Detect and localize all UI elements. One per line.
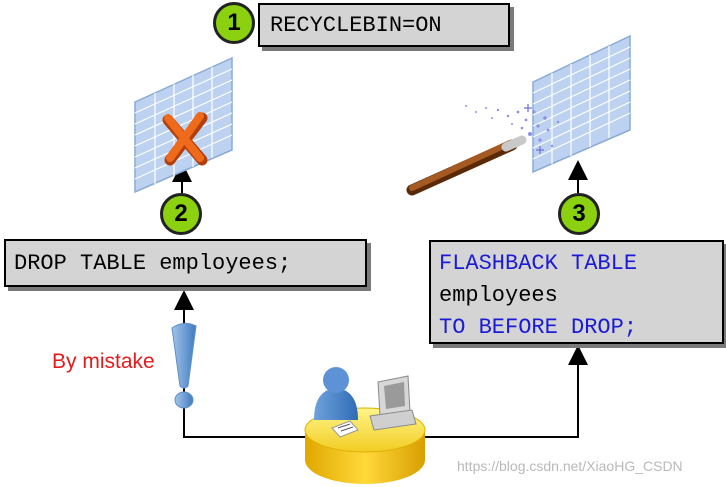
by-mistake-label: By mistake bbox=[52, 350, 155, 373]
step-badge-2: 2 bbox=[160, 193, 202, 235]
flashback-line-3: TO BEFORE DROP; bbox=[439, 315, 638, 340]
flashback-line-2: employees bbox=[439, 283, 558, 308]
delete-x-icon bbox=[162, 112, 208, 166]
recyclebin-statement: RECYCLEBIN=ON bbox=[258, 3, 510, 47]
step-badge-1: 1 bbox=[213, 2, 255, 44]
recyclebin-text: RECYCLEBIN=ON bbox=[270, 13, 442, 38]
table-grid-icon-restored bbox=[532, 34, 631, 174]
flashback-table-statement: FLASHBACK TABLE employees TO BEFORE DROP; bbox=[429, 240, 724, 344]
table-grid-icon-dropped bbox=[134, 56, 233, 194]
user-at-computer-icon bbox=[304, 367, 426, 484]
magic-wand-icon bbox=[406, 104, 560, 196]
flashback-line-1: FLASHBACK TABLE bbox=[439, 251, 638, 276]
drop-table-statement: DROP TABLE employees; bbox=[4, 239, 367, 287]
watermark-text: https://blog.csdn.net/XiaoHG_CSDN bbox=[457, 458, 683, 474]
drop-table-text: DROP TABLE employees; bbox=[14, 251, 292, 276]
step-badge-3: 3 bbox=[558, 193, 600, 235]
exclamation-icon bbox=[171, 322, 197, 409]
